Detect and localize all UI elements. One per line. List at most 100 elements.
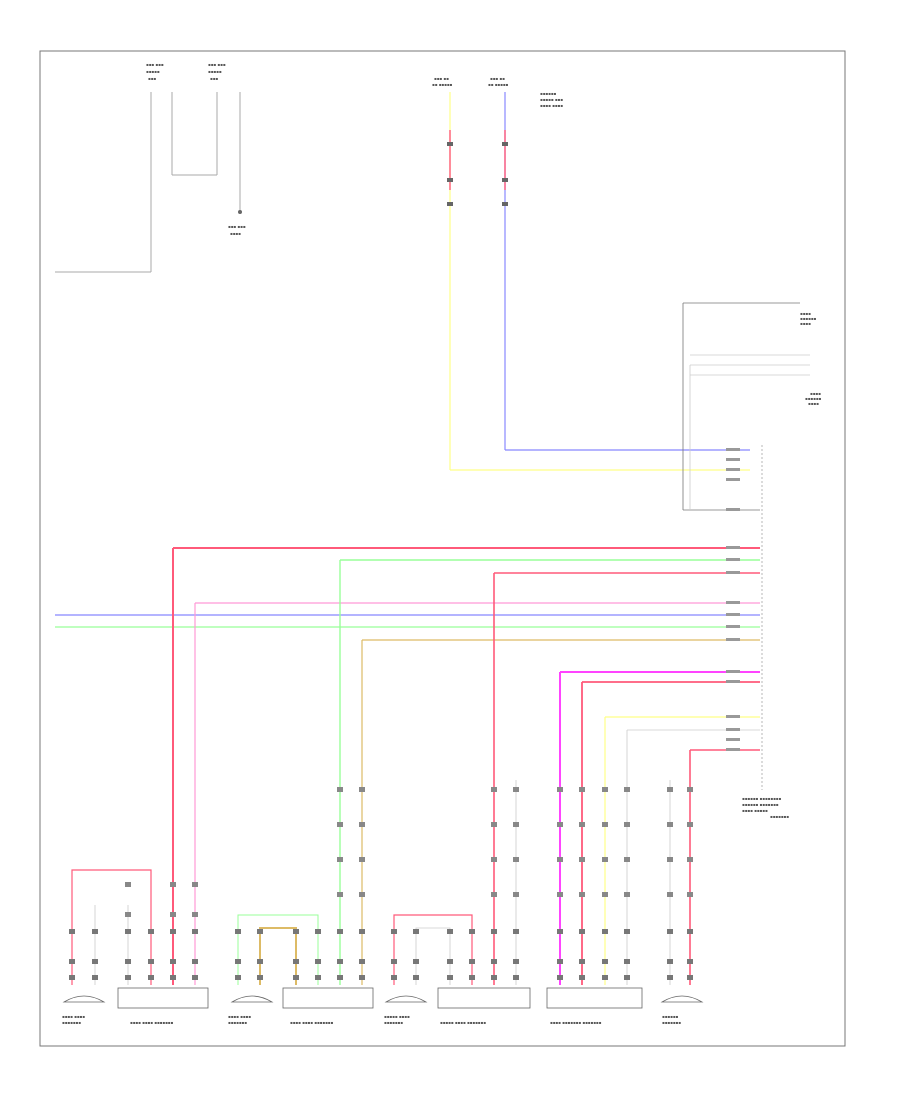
terminal-icon [69,975,75,980]
terminal-icon [579,822,585,827]
top-left-ground-section: ▪▪▪ ▪▪▪ ▪▪▪▪▪ ▪▪▪ ▪▪▪ ▪▪▪ ▪▪▪▪▪ ▪▪▪ ▪▪▪ … [55,62,246,273]
terminal-icon [602,787,608,792]
ground-label: ▪▪▪ ▪▪▪ [228,224,246,229]
terminal-icon [148,959,154,964]
pin-marker [726,728,740,731]
terminal-icon [624,857,630,862]
pin-marker [726,448,740,451]
terminal-icon [69,959,75,964]
terminal-icon [687,929,693,934]
terminal-icon [667,892,673,897]
terminal-icon [602,857,608,862]
terminal-icon [170,882,176,887]
terminal-icon [235,959,241,964]
terminal-icon [579,975,585,980]
terminal-icon [469,929,475,934]
pin-marker [726,680,740,683]
pin-marker [726,638,740,641]
terminal-icon [491,929,497,934]
unit-name-label3: ▪▪▪▪ ▪▪▪▪▪ [742,808,768,813]
power-note2: ▪▪▪▪▪ ▪▪▪ [540,97,563,102]
terminal-icon [257,975,263,980]
terminal-icon [513,975,519,980]
terminal-icon [447,202,453,206]
terminal-icon [602,822,608,827]
terminal-icon [148,975,154,980]
terminal-icon [667,787,673,792]
terminal-icon [579,787,585,792]
terminal-icon [557,959,563,964]
pin-marker [726,715,740,718]
power-label-b: ▪▪▪ ▪▪ [490,76,505,81]
splice-label-b2: ▪▪▪▪▪ [208,69,222,74]
terminal-icon [491,857,497,862]
terminal-icon [513,929,519,934]
unit-label-top3: ▪▪▪▪ [800,321,811,326]
terminal-icon [687,959,693,964]
terminal-icon [491,892,497,897]
terminal-icon [557,929,563,934]
terminal-icon [337,975,343,980]
lf-speaker-label: ▪▪▪▪ ▪▪▪▪ ▪▪▪▪▪▪▪ [130,1020,173,1025]
terminal-icon [192,929,198,934]
terminal-icon [624,787,630,792]
terminal-icon [359,929,365,934]
loop-green-lr-tweeter [237,914,319,985]
terminal-icon [125,959,131,964]
terminal-icon [491,975,497,980]
terminal-icon [315,929,321,934]
speaker-icon [230,995,274,1003]
terminal-icon [315,959,321,964]
terminal-icon [579,857,585,862]
loop-red-lf-tweeter [71,869,152,985]
terminal-icon [602,975,608,980]
terminal-icon [413,975,419,980]
terminal-icon [624,892,630,897]
power-note3: ▪▪▪▪ ▪▪▪▪ [540,103,563,108]
terminal-icon [667,857,673,862]
terminal-icon [337,822,343,827]
terminal-icon [192,882,198,887]
terminal-icon [687,787,693,792]
terminal-icon [69,929,75,934]
terminal-icon [624,959,630,964]
terminal-icon [447,929,453,934]
terminal-icon [337,959,343,964]
ground-icon [238,210,242,214]
terminal-icon [192,912,198,917]
terminal-icon [667,959,673,964]
terminal-icon [667,822,673,827]
unit-name-label4: ▪▪▪▪▪▪▪ [770,814,789,819]
terminal-icon [391,929,397,934]
power-feed-section: ▪▪▪ ▪▪ ▪▪ ▪▪▪▪▪ ▪▪▪ ▪▪ ▪▪ ▪▪▪▪▪ ▪▪▪▪▪▪ ▪… [432,76,750,471]
terminal-icon [359,959,365,964]
splice-label-a2: ▪▪▪▪▪ [146,69,160,74]
pin-marker [726,625,740,628]
terminal-icon [293,975,299,980]
rf-tweeter-label: ▪▪▪▪▪ ▪▪▪▪ [384,1014,410,1019]
lf-tweeter-label2: ▪▪▪▪▪▪▪ [62,1020,81,1025]
rr-speaker-connector [546,987,643,1009]
unit-name-label2: ▪▪▪▪▪▪ ▪▪▪▪▪▪▪ [742,802,779,807]
terminal-icon [624,929,630,934]
terminal-icon [257,929,263,934]
pin-marker [726,613,740,616]
terminal-icon [469,959,475,964]
terminal-icon [491,787,497,792]
terminal-icon [413,929,419,934]
terminal-icon [359,975,365,980]
terminal-icon [557,857,563,862]
pin-marker [726,601,740,604]
ground-label2: ▪▪▪▪ [230,231,241,236]
lr-tweeter-label2: ▪▪▪▪▪▪▪ [228,1020,247,1025]
terminal-icon [602,892,608,897]
terminal-icon [235,975,241,980]
terminal-icon [502,202,508,206]
lf-tweeter-label: ▪▪▪▪ ▪▪▪▪ [62,1014,85,1019]
power-note: ▪▪▪▪▪▪ [540,91,557,96]
pin-marker [726,508,740,511]
terminal-group [69,787,693,980]
terminal-icon [469,975,475,980]
terminal-icon [170,929,176,934]
